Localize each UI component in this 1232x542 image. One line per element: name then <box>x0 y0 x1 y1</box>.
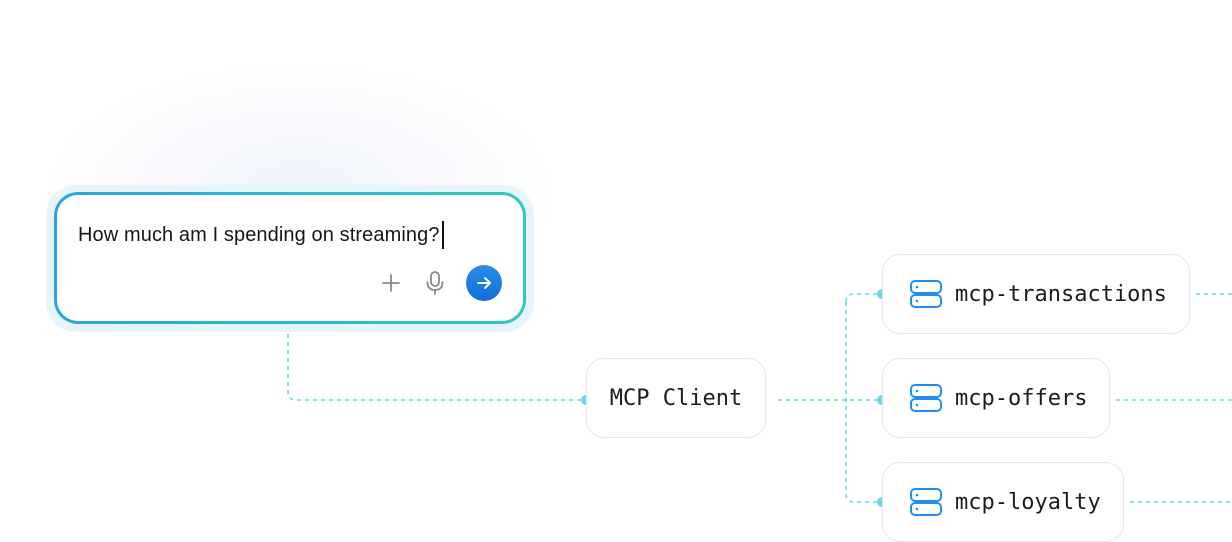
text-caret <box>441 221 444 249</box>
server-icon <box>910 384 942 412</box>
send-button[interactable] <box>466 265 502 301</box>
mcp-client-label: MCP Client <box>609 385 743 411</box>
connector-prompt-to-client <box>287 334 586 401</box>
prompt-input[interactable]: How much am I spending on streaming? <box>78 221 444 249</box>
server-label-transactions: mcp-transactions <box>955 281 1167 307</box>
prompt-text: How much am I spending on streaming? <box>78 223 440 246</box>
server-node-offers: mcp-offers <box>882 358 1110 438</box>
server-icon <box>910 280 942 308</box>
arrow-right-icon <box>477 277 491 289</box>
connector-branch-vertical <box>845 293 882 503</box>
prompt-input-box[interactable]: How much am I spending on streaming? <box>54 192 526 324</box>
server-label-offers: mcp-offers <box>955 385 1088 411</box>
server-node-loyalty: mcp-loyalty <box>882 462 1124 542</box>
server-label-loyalty: mcp-loyalty <box>955 489 1101 515</box>
microphone-icon[interactable] <box>423 269 447 297</box>
server-icon <box>910 488 942 516</box>
server-node-transactions: mcp-transactions <box>882 254 1190 334</box>
plus-icon[interactable] <box>379 271 403 295</box>
mcp-client-node: MCP Client <box>586 358 766 438</box>
